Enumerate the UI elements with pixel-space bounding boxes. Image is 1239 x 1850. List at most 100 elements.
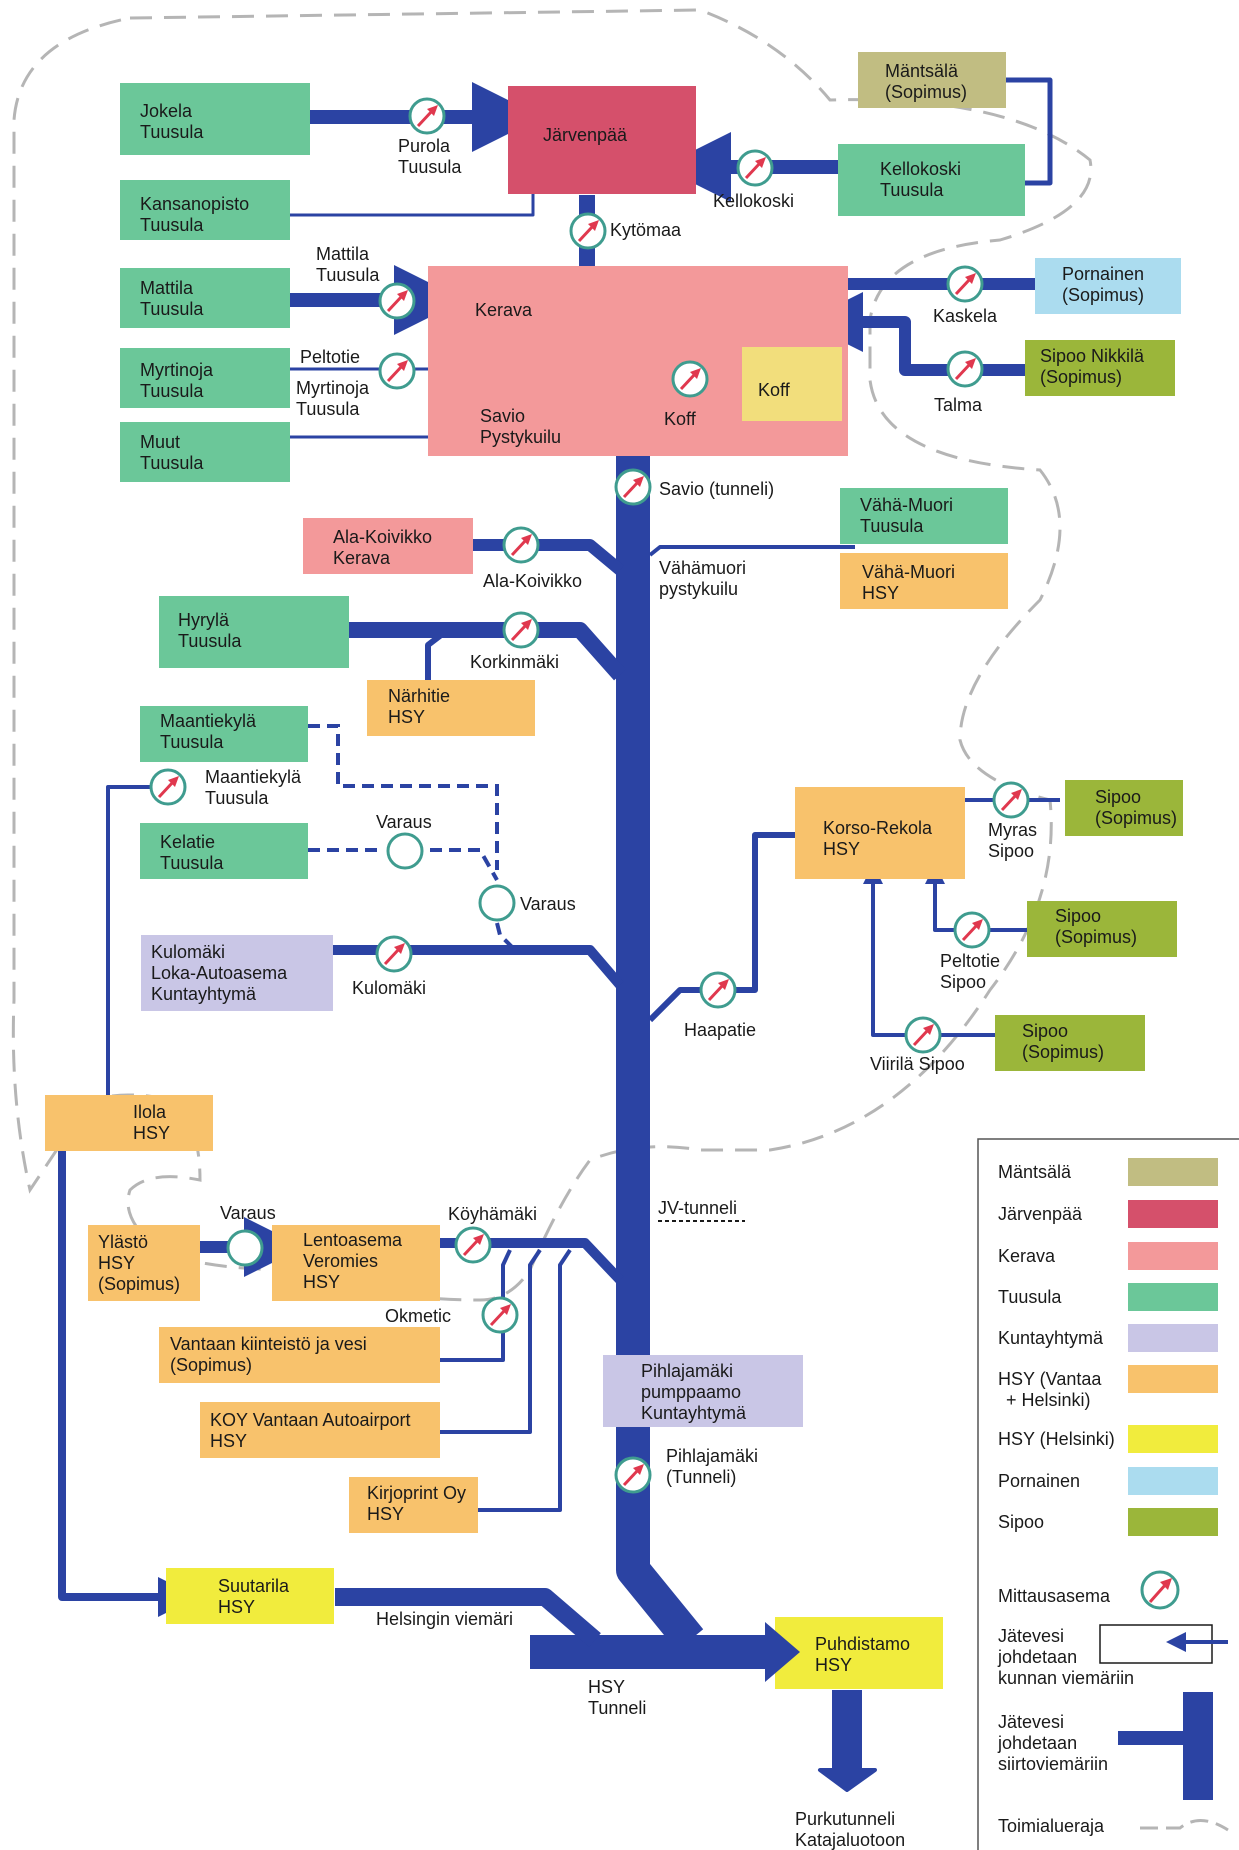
meter-viirila[interactable] xyxy=(904,1016,942,1054)
muut-line1: Muut xyxy=(140,432,180,452)
ala-koivikko-box[interactable] xyxy=(303,518,473,574)
ilola-line2: HSY xyxy=(133,1123,170,1143)
sipoo-myras-line1: Sipoo xyxy=(1095,787,1141,807)
kirjoprint-line2: HSY xyxy=(367,1504,404,1524)
meter-ala-koivikko[interactable] xyxy=(502,526,540,564)
koy-vantaan-box[interactable] xyxy=(200,1402,440,1458)
vaha-muori-tuusula-box[interactable] xyxy=(840,488,1008,544)
vantaan-kiinteisto-box[interactable] xyxy=(159,1327,440,1383)
meter-koff[interactable] xyxy=(671,360,709,398)
kulomaki-box[interactable] xyxy=(141,935,333,1011)
koff-box[interactable] xyxy=(742,347,842,421)
kirjoprint-box[interactable] xyxy=(349,1477,478,1533)
meter-kellokoski[interactable] xyxy=(736,149,774,187)
narhitie-box[interactable] xyxy=(367,680,535,736)
suutarila-box[interactable] xyxy=(166,1568,334,1624)
varaus-circle-2[interactable] xyxy=(478,884,516,922)
sipoo-myras-box[interactable] xyxy=(1065,780,1183,836)
suutarila-line1: Suutarila xyxy=(218,1576,290,1596)
ilola-box[interactable] xyxy=(45,1095,213,1151)
meter-peltotie-sipoo[interactable] xyxy=(953,911,991,949)
meter-myras[interactable] xyxy=(992,781,1030,819)
vaha-muori-hsy-line2: HSY xyxy=(862,583,899,603)
pornainen-box[interactable] xyxy=(1035,258,1181,314)
sipoo-nikkila-box[interactable] xyxy=(1025,340,1175,396)
maantiekyla-box[interactable] xyxy=(140,706,308,762)
kellokoski-box[interactable] xyxy=(838,144,1025,216)
ala-koivikko-line2: Kerava xyxy=(333,548,391,568)
jarvenpaa-box[interactable] xyxy=(508,86,696,194)
label-myrtinoja-meter: Myrtinoja Tuusula xyxy=(296,378,374,419)
ylasto-line2: HSY xyxy=(98,1253,135,1273)
legend-swatch xyxy=(1128,1467,1218,1495)
koy-branch xyxy=(440,1248,542,1434)
label-hsy-tunneli: HSY Tunneli xyxy=(588,1677,646,1718)
meter-okmetic[interactable] xyxy=(481,1296,519,1334)
vaha-muori-hsy-line1: Vähä-Muori xyxy=(862,562,955,582)
kirjoprint-branch xyxy=(478,1248,572,1512)
meter-purola[interactable] xyxy=(408,97,446,135)
varaus-circle-3[interactable] xyxy=(226,1229,264,1267)
label-korkinmaki: Korkinmäki xyxy=(470,652,559,672)
muut-box[interactable] xyxy=(120,422,290,482)
ala-koivikko-pipe xyxy=(473,539,624,575)
ylasto-line1: Ylästö xyxy=(98,1232,148,1252)
mantsala-box[interactable] xyxy=(858,52,1006,108)
jokela-box[interactable] xyxy=(120,83,310,155)
legend-item-label: Mäntsälä xyxy=(998,1162,1072,1182)
pornainen-line1: Pornainen xyxy=(1062,264,1144,284)
label-koyhamaki: Köyhämäki xyxy=(448,1204,537,1224)
puhdistamo-line2: HSY xyxy=(815,1655,852,1675)
legend-swatch xyxy=(1128,1365,1218,1393)
label-myras: Myras Sipoo xyxy=(988,820,1042,861)
varaus-circle-1[interactable] xyxy=(386,832,424,870)
meter-kytomaa[interactable] xyxy=(569,212,607,250)
meter-koyhamaki[interactable] xyxy=(454,1226,492,1264)
meter-mattila[interactable] xyxy=(378,282,416,320)
map-labels: Purola Tuusula Kellokoski Kytömaa Mattil… xyxy=(205,136,1042,1850)
legend-item-label-2: + Helsinki) xyxy=(1006,1390,1091,1410)
meter-kaskela[interactable] xyxy=(946,265,984,303)
kelatie-box[interactable] xyxy=(140,823,308,879)
myrtinoja-box[interactable] xyxy=(120,348,290,408)
legend-item-label: HSY (Helsinki) xyxy=(998,1429,1115,1449)
kelatie-line1: Kelatie xyxy=(160,832,215,852)
meter-savio-tunneli[interactable] xyxy=(614,468,652,506)
sipoo-peltotie-line1: Sipoo xyxy=(1055,906,1101,926)
meter-myrtinoja[interactable] xyxy=(378,352,416,390)
label-purkutunneli: Purkutunneli Katajaluotoon xyxy=(795,1809,905,1850)
sipoo-viirila-box[interactable] xyxy=(995,1015,1145,1071)
mattila-box[interactable] xyxy=(120,268,290,328)
koy-vantaan-line2: HSY xyxy=(210,1431,247,1451)
label-helsingin-viemari: Helsingin viemäri xyxy=(376,1609,513,1629)
reserve-points xyxy=(226,832,516,1267)
mattila-line1: Mattila xyxy=(140,278,194,298)
ylasto-box[interactable] xyxy=(88,1225,200,1301)
lentoasema-box[interactable] xyxy=(272,1225,440,1301)
service-area-boundary xyxy=(11,8,1093,1302)
meter-stations xyxy=(149,97,1030,1494)
meter-haapatie[interactable] xyxy=(699,971,737,1009)
meter-talma[interactable] xyxy=(946,350,984,388)
pihlajamaki-pump-box[interactable] xyxy=(603,1355,803,1427)
narhitie-pipe xyxy=(425,629,447,680)
meter-pihlajamaki-tunneli[interactable] xyxy=(614,1456,652,1494)
koff-box-label: Koff xyxy=(758,380,791,400)
jokela-line2: Tuusula xyxy=(140,122,204,142)
meter-maantiekyla[interactable] xyxy=(149,768,187,806)
hyryla-box[interactable] xyxy=(159,596,349,668)
legend: MäntsäläJärvenpääKeravaTuusulaKuntayhtym… xyxy=(977,1138,1239,1850)
legend-item-label: Järvenpää xyxy=(998,1204,1083,1224)
meter-korkinmaki[interactable] xyxy=(502,611,540,649)
puhdistamo-box[interactable] xyxy=(775,1617,943,1689)
meter-kulomaki[interactable] xyxy=(375,935,413,973)
legend-item-label: Sipoo xyxy=(998,1512,1044,1532)
sipoo-peltotie-line2: (Sopimus) xyxy=(1055,927,1137,947)
myrtinoja-line2: Tuusula xyxy=(140,381,204,401)
vaha-muori-hsy-box[interactable] xyxy=(840,553,1008,609)
suutarila-line2: HSY xyxy=(218,1597,255,1617)
korso-rekola-box[interactable] xyxy=(795,787,965,879)
kansanopisto-box[interactable] xyxy=(120,180,290,240)
sipoo-peltotie-box[interactable] xyxy=(1027,901,1177,957)
